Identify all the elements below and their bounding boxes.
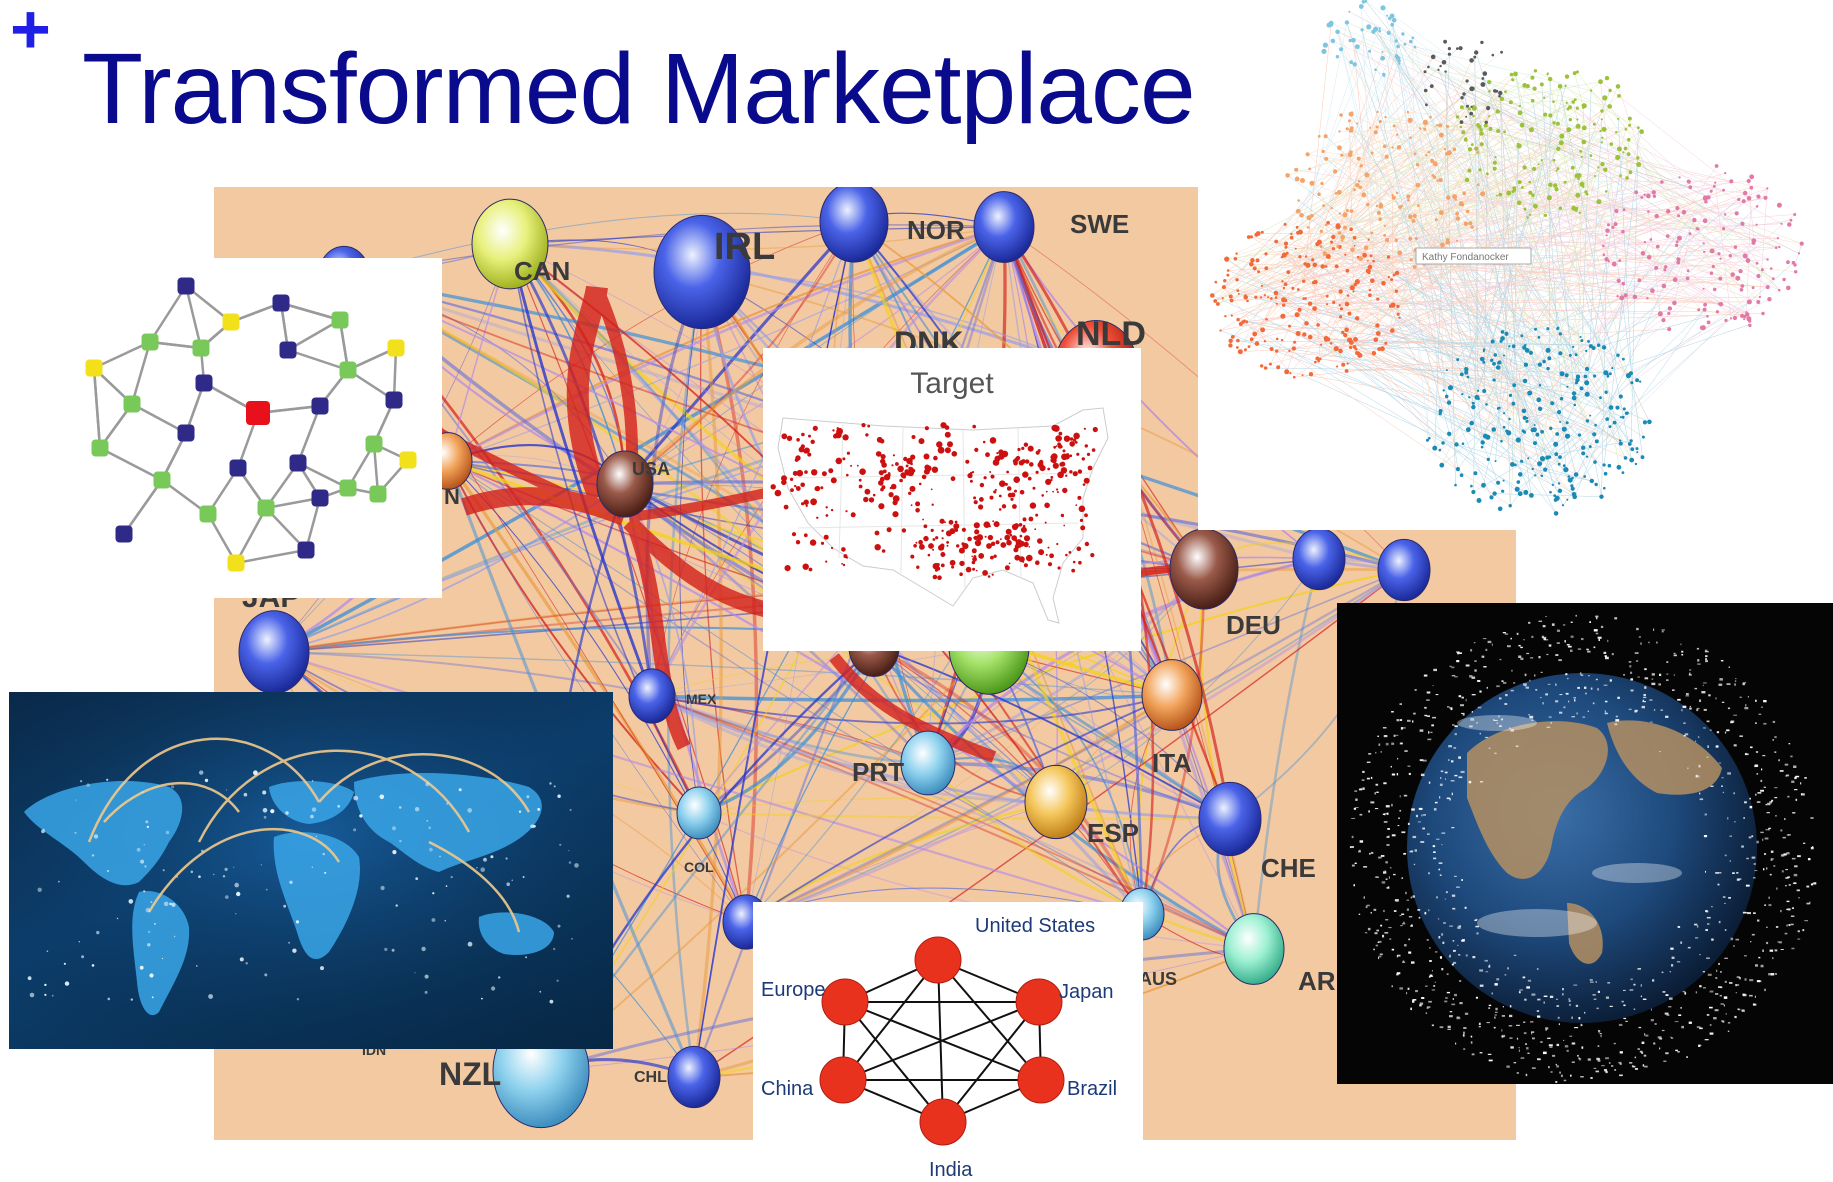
label-can: CAN	[514, 256, 570, 286]
world-connections-image	[9, 692, 613, 1049]
label-che: CHE	[1261, 853, 1316, 883]
bullet-plus-icon: +	[10, 0, 51, 68]
label-chl: CHL	[634, 1069, 667, 1086]
label-swe: SWE	[1070, 209, 1129, 239]
social-network-image: Kathy Fondanocker	[1198, 0, 1833, 530]
node-label-china: China	[761, 1078, 814, 1100]
colored-graph-image	[78, 258, 442, 598]
node-label-brazil: Brazil	[1067, 1078, 1117, 1100]
label-col: COL	[684, 859, 714, 875]
label-prt: PRT	[852, 757, 904, 787]
label-ita: ITA	[1152, 748, 1192, 778]
country-graph-image: United States Japan Brazil India China E…	[753, 902, 1143, 1182]
label-usa: USA	[632, 459, 670, 479]
node-label-india: India	[929, 1159, 973, 1181]
label-nzl: NZL	[439, 1056, 501, 1092]
label-nld: NLD	[1076, 315, 1146, 353]
label-nor: NOR	[907, 215, 965, 245]
label-esp: ESP	[1087, 818, 1139, 848]
label-deu: DEU	[1226, 610, 1281, 640]
label-mex: MEX	[686, 691, 717, 707]
node-label-japan: Japan	[1059, 981, 1114, 1003]
slide-title: Transformed Marketplace	[82, 33, 1196, 145]
earth-debris-image	[1337, 603, 1833, 1084]
label-n: N	[444, 484, 460, 509]
target-map-title: Target	[910, 367, 994, 400]
node-label-europe: Europe	[761, 979, 826, 1001]
label-irl: IRL	[714, 226, 775, 268]
target-map-image: Target	[763, 348, 1141, 651]
label-aus: AUS	[1139, 969, 1177, 989]
social-graph-label: Kathy Fondanocker	[1422, 252, 1509, 263]
node-label-united-states: United States	[975, 915, 1095, 937]
